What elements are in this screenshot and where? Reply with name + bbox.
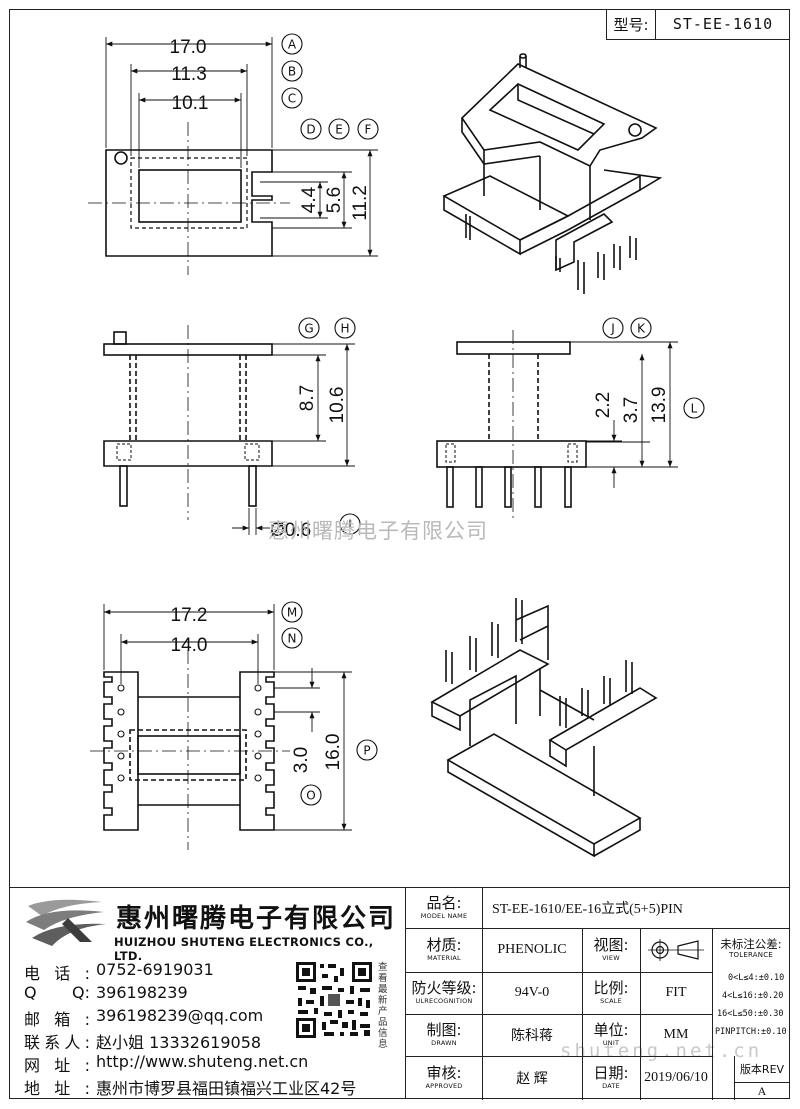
unit-label: 单位: UNIT (593, 1021, 629, 1048)
date-value: 2019/06/10 (644, 1070, 708, 1085)
tolerance-row: 4<L≤16:±0.20 (722, 991, 784, 1001)
revision-label: 版本REV (739, 1063, 785, 1076)
dim-o-value: 3.0 (291, 747, 312, 773)
dim-letter-b: B (288, 65, 296, 79)
model-name-label: 品名: MODEL NAME (420, 894, 468, 921)
dim-letter-a: A (288, 38, 297, 52)
dim-letter-circle-h (334, 317, 356, 339)
contact-email: 邮箱:396198239@qq.com (24, 1006, 264, 1029)
tolerance-row: 16<L≤50:±0.30 (717, 1009, 784, 1019)
company-name-cn: 惠州曙腾电子有限公司 (116, 904, 397, 934)
model-type-value: ST-EE-1610 (672, 15, 774, 33)
dim-letter-circle-k (630, 317, 652, 339)
scale-value: FIT (665, 985, 687, 1000)
dim-letter-g: G (304, 322, 313, 336)
dim-m-value: 17.2 (171, 605, 208, 626)
dim-letter-h: H (340, 322, 349, 336)
watermark-text: 惠州曙腾电子有限公司 (268, 519, 488, 543)
dim-letter-circle-a (281, 33, 303, 55)
tolerance-row: PINPITCH:±0.10 (715, 1027, 787, 1037)
dim-letter-circle-o (300, 784, 322, 806)
dim-j-value: 2.2 (593, 392, 614, 418)
dim-d-value: 4.4 (299, 186, 320, 213)
view-label: 视图: VIEW (593, 936, 629, 963)
dim-letter-circle-b (281, 60, 303, 82)
dim-a-value: 17.0 (170, 37, 207, 58)
scale-label: 比例: SCALE (593, 979, 629, 1006)
model-type-label: 型号: (607, 9, 656, 39)
dim-n-value: 14.0 (171, 635, 208, 656)
drawn-label: 制图: DRAWN (426, 1021, 462, 1048)
side-view (436, 330, 587, 520)
dim-l-value: 13.9 (649, 387, 670, 424)
tolerance-row: 0<L≤4:±0.10 (728, 973, 785, 983)
dim-h-value: 10.6 (327, 387, 348, 424)
dim-letter-circle-d (300, 118, 322, 140)
dim-c-value: 10.1 (172, 93, 209, 114)
tolerance-label: 未标注公差: TOLERANCE (720, 936, 782, 960)
flammability-label: 防火等级: ULRECOGNITION (411, 979, 477, 1006)
contact-address: 地址:惠州市博罗县福田镇福兴工业区42号 (24, 1079, 357, 1098)
dimension-lines (103, 37, 678, 831)
drawn-value: 陈科蒋 (511, 1029, 553, 1044)
qr-code (294, 960, 374, 1040)
company-logo (26, 899, 106, 946)
dimension-letter-callouts: ABC D E F G H I J K L MN O P (281, 33, 705, 806)
isometric-view-top (442, 53, 663, 294)
qr-caption: 查看最新产品信息 (378, 962, 388, 1050)
dim-k-value: 3.7 (621, 397, 642, 423)
approved-value: 赵 辉 (516, 1072, 548, 1087)
bottom-view (90, 650, 290, 850)
flammability-value: 94V-0 (514, 985, 550, 1000)
drawing-frame (9, 9, 790, 1099)
model-name-value: ST-EE-1610/EE-16立式(5+5)PIN (492, 902, 683, 917)
isometric-view-bottom (430, 598, 658, 858)
dim-letter-circle-f (357, 118, 379, 140)
dim-letter-circle-g (298, 317, 320, 339)
dim-f-value: 11.2 (350, 185, 371, 221)
material-value: PHENOLIC (497, 942, 567, 957)
dim-letter-n: N (288, 632, 297, 646)
contact-person: 联系人:赵小姐 13332619058 (24, 1033, 262, 1052)
dim-letter-circle-i (339, 513, 361, 535)
material-label: 材质: MATERIAL (426, 936, 462, 963)
dim-letter-circle-c (281, 87, 303, 109)
contact-qq: Q Q:396198239 (24, 983, 188, 1002)
dim-letter-circle-p (356, 739, 378, 761)
dim-e-value: 5.6 (324, 187, 345, 213)
dim-letter-i: I (348, 518, 352, 532)
model-type-box: 型号: ST-EE-1610 (606, 9, 790, 40)
dim-i-value: Ø0.6 (270, 520, 311, 541)
dim-letter-j: J (610, 322, 615, 336)
company-info-block: 惠州曙腾电子有限公司 HUIZHOU SHUTENG ELECTRONICS C… (10, 887, 406, 1099)
unit-value: MM (663, 1027, 689, 1042)
contact-phone: 电话:0752-6919031 (24, 960, 214, 983)
dim-letter-m: M (287, 606, 297, 620)
dim-letter-d: D (306, 123, 315, 137)
dim-letter-c: C (288, 92, 296, 106)
dim-letter-o: O (306, 789, 315, 803)
company-name-en: HUIZHOU SHUTENG ELECTRONICS CO., LTD. (114, 935, 374, 963)
dim-letter-circle-n (281, 627, 303, 649)
revision-value: A (757, 1083, 767, 1098)
dimension-values: 17.0 11.3 10.1 4.4 5.6 11.2 8.7 10.6 Ø0.… (170, 37, 670, 773)
dim-letter-circle-e (328, 118, 350, 140)
dim-letter-k: K (637, 322, 646, 336)
dim-g-value: 8.7 (297, 385, 318, 411)
title-block: 品名: MODEL NAME ST-EE-1610/EE-16立式(5+5)PI… (406, 887, 790, 1100)
dim-letter-circle-m (281, 601, 303, 623)
dim-letter-f: F (365, 123, 372, 137)
dim-letter-p: P (363, 744, 370, 758)
contact-website[interactable]: 网址:http://www.shuteng.net.cn (24, 1052, 309, 1075)
dim-p-value: 16.0 (323, 734, 344, 771)
dim-b-value: 11.3 (171, 64, 207, 85)
date-label: 日期: DATE (593, 1064, 629, 1091)
dim-letter-e: E (335, 123, 343, 137)
approved-label: 审核: APPROVED (425, 1064, 463, 1091)
dim-letter-l: L (691, 402, 698, 416)
dim-letter-circle-j (602, 317, 624, 339)
projection-symbol-icon (640, 928, 712, 972)
dim-letter-circle-l (683, 397, 705, 419)
